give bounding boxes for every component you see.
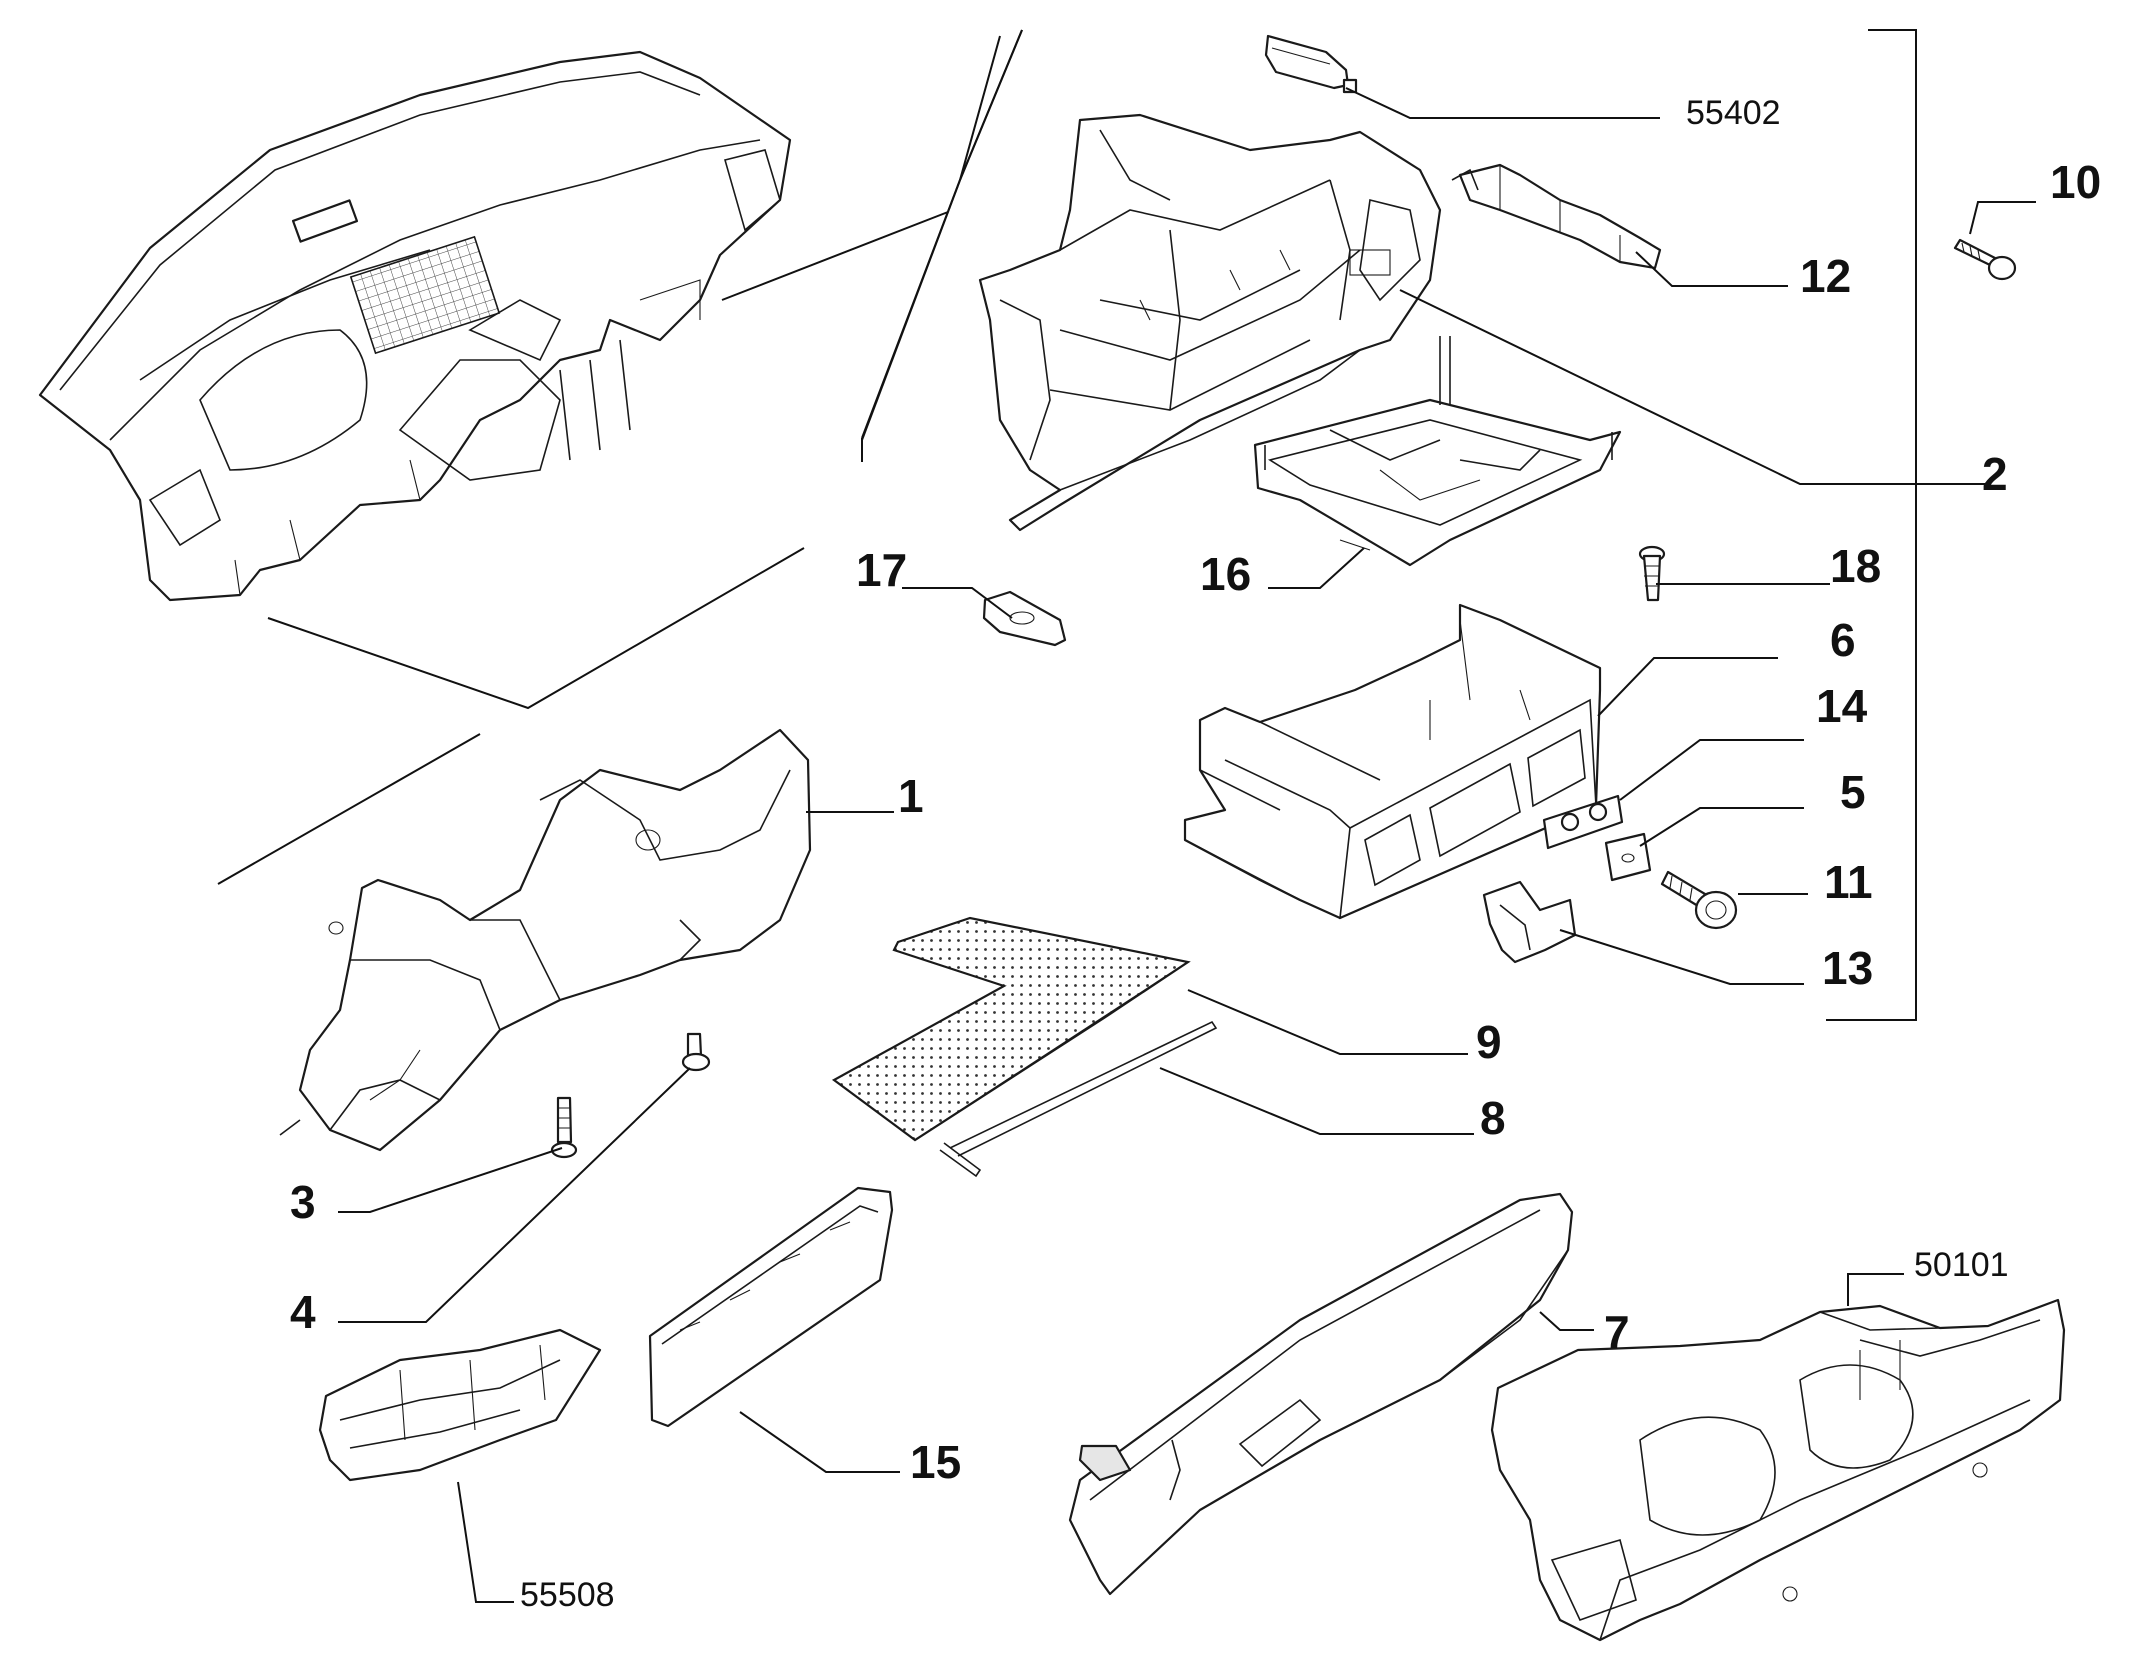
part-5-clip-nut — [1604, 832, 1652, 882]
callout-7: 7 — [1604, 1306, 1630, 1358]
part-55508-assembly — [318, 1328, 602, 1482]
part-6-inner-box — [1183, 603, 1602, 920]
callout-15: 15 — [910, 1436, 961, 1488]
part-18-bolt — [1638, 545, 1666, 602]
reference-labels: 55402 55508 50101 — [520, 94, 2009, 1614]
callout-5: 5 — [1840, 766, 1866, 818]
callout-17: 17 — [856, 544, 907, 596]
part-50101-console — [1490, 1298, 2066, 1642]
leader-lines — [338, 87, 2036, 1603]
part-7-glovebox-door — [1068, 1192, 1574, 1596]
part-16-tray-frame — [1253, 336, 1622, 567]
part-12-strut — [1451, 163, 1662, 270]
callout-10: 10 — [2050, 156, 2101, 208]
callout-12: 12 — [1800, 250, 1851, 302]
callout-labels: 1 2 3 4 5 6 7 8 9 10 11 12 13 14 15 16 1… — [290, 156, 2101, 1488]
callout-13: 13 — [1822, 942, 1873, 994]
callout-2: 2 — [1982, 448, 2008, 500]
part-3-bolt — [550, 1096, 578, 1159]
part-14-button-plate — [1542, 794, 1624, 850]
part-9-perforated-mat — [831, 916, 1191, 1142]
callout-3: 3 — [290, 1176, 316, 1228]
callout-11: 11 — [1824, 856, 1873, 908]
callout-6: 6 — [1830, 614, 1856, 666]
part-2-glovebox-housing — [978, 113, 1442, 532]
part-15-panel — [648, 1186, 894, 1428]
reference-55508: 55508 — [520, 1576, 615, 1614]
callout-8: 8 — [1480, 1092, 1506, 1144]
callout-9: 9 — [1476, 1016, 1502, 1068]
callout-14: 14 — [1816, 680, 1868, 732]
callout-4: 4 — [290, 1286, 316, 1338]
callout-1: 1 — [898, 770, 924, 822]
part-8-rod — [939, 1020, 1218, 1178]
reference-55402: 55402 — [1686, 94, 1781, 132]
part-13-latch — [1482, 880, 1577, 964]
dashboard-guide-lines — [217, 29, 1023, 885]
reference-50101: 50101 — [1914, 1246, 2009, 1284]
dashboard-overview — [38, 50, 792, 602]
callout-18: 18 — [1830, 540, 1881, 592]
part-10-screw — [1953, 238, 2017, 281]
callout-16: 16 — [1200, 548, 1251, 600]
part-17-clip — [982, 590, 1067, 647]
group-bracket — [1826, 29, 1917, 1021]
part-11-screw — [1660, 870, 1738, 930]
part-4-bolt — [681, 1032, 711, 1072]
part-55402-clip — [1264, 34, 1358, 94]
part-1-lower-cover — [279, 728, 812, 1152]
